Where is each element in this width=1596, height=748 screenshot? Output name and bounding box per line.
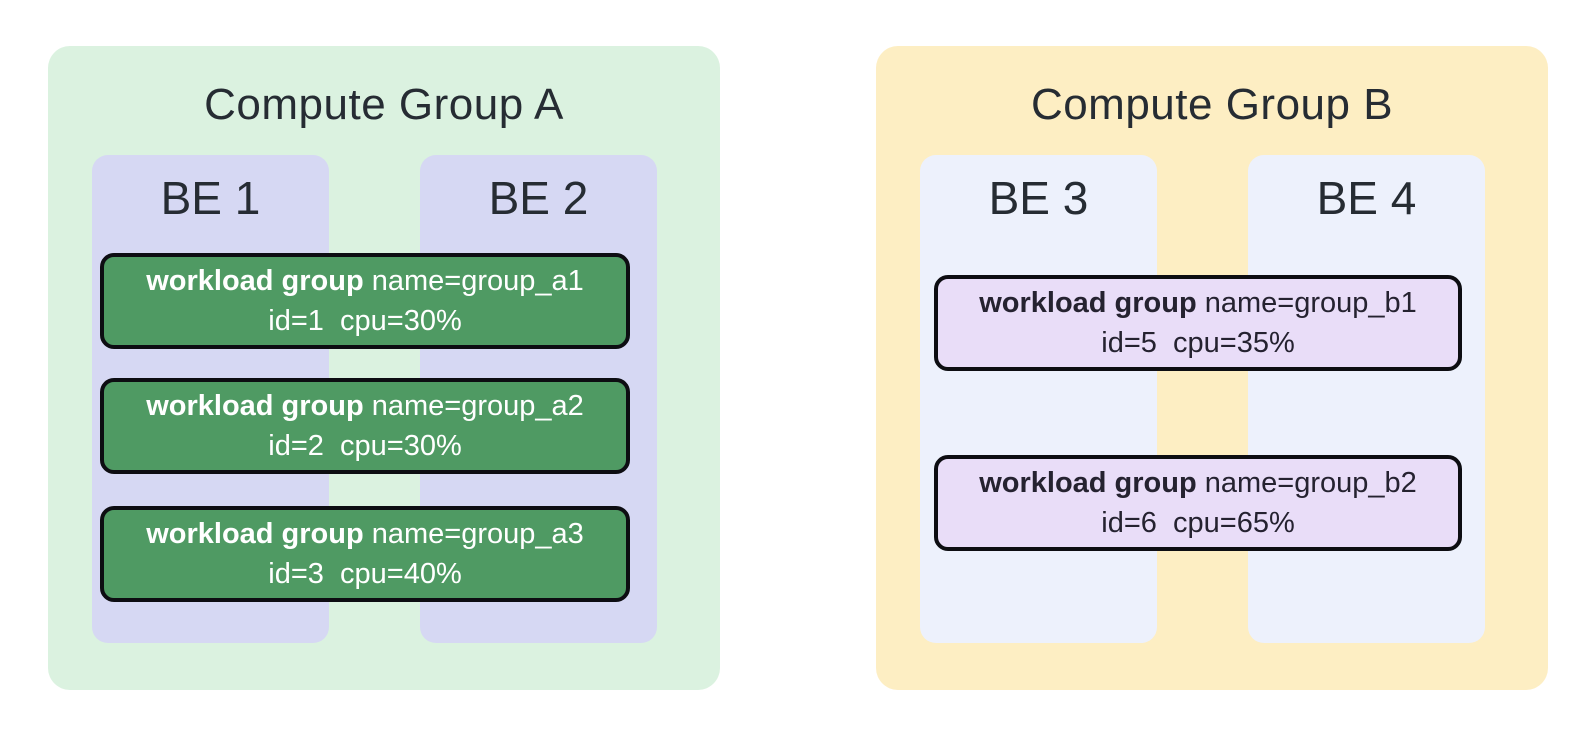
compute-group-b-title: Compute Group B: [1030, 80, 1394, 129]
workload-group-box-b1: workload group name=group_b1 id=5 cpu=35…: [934, 275, 1462, 371]
workload-group-box-a2: workload group name=group_a2 id=2 cpu=30…: [100, 378, 630, 474]
backend-node-be3-label: BE 3: [988, 172, 1089, 224]
workload-group-b2-attrs: id=6 cpu=65%: [1101, 507, 1295, 539]
workload-group-b1-keyword: workload group: [979, 287, 1197, 319]
workload-group-a1-name-line: workload group name=group_a1: [146, 261, 584, 301]
workload-group-box-a1: workload group name=group_a1 id=1 cpu=30…: [100, 253, 630, 349]
workload-group-a2-attrs: id=2 cpu=30%: [268, 430, 462, 462]
workload-group-b1-name-line: workload group name=group_b1: [979, 283, 1417, 323]
workload-group-a2-name-line: workload group name=group_a2: [146, 386, 584, 426]
workload-group-b2-name-line: workload group name=group_b2: [979, 463, 1417, 503]
compute-group-b-panel: Compute Group B BE 3 BE 4 workload group…: [876, 46, 1548, 690]
workload-group-a1-attrs: id=1 cpu=30%: [268, 305, 462, 337]
workload-group-b2-keyword: workload group: [979, 467, 1197, 499]
workload-group-a1-keyword: workload group: [146, 265, 364, 297]
backend-node-be3: BE 3: [920, 155, 1157, 643]
backend-node-be4: BE 4: [1248, 155, 1485, 643]
backend-node-be2-label: BE 2: [488, 172, 589, 224]
compute-group-a-title: Compute Group A: [204, 80, 564, 129]
workload-group-b1-name: name=group_b1: [1196, 287, 1417, 319]
workload-group-box-a3: workload group name=group_a3 id=3 cpu=40…: [100, 506, 630, 602]
workload-group-a2-name: name=group_a2: [363, 390, 584, 422]
compute-group-a-panel: Compute Group A BE 1 BE 2 workload group…: [48, 46, 720, 690]
workload-group-box-b2: workload group name=group_b2 id=6 cpu=65…: [934, 455, 1462, 551]
workload-group-b1-attrs: id=5 cpu=35%: [1101, 327, 1295, 359]
workload-group-a3-attrs: id=3 cpu=40%: [268, 558, 462, 590]
workload-group-a3-name: name=group_a3: [363, 518, 584, 550]
workload-group-a3-name-line: workload group name=group_a3: [146, 514, 584, 554]
backend-node-be1-label: BE 1: [160, 172, 261, 224]
backend-node-be4-label: BE 4: [1316, 172, 1417, 224]
workload-group-a2-keyword: workload group: [146, 390, 364, 422]
workload-group-a3-keyword: workload group: [146, 518, 364, 550]
workload-group-a1-name: name=group_a1: [363, 265, 584, 297]
workload-group-b2-name: name=group_b2: [1196, 467, 1417, 499]
